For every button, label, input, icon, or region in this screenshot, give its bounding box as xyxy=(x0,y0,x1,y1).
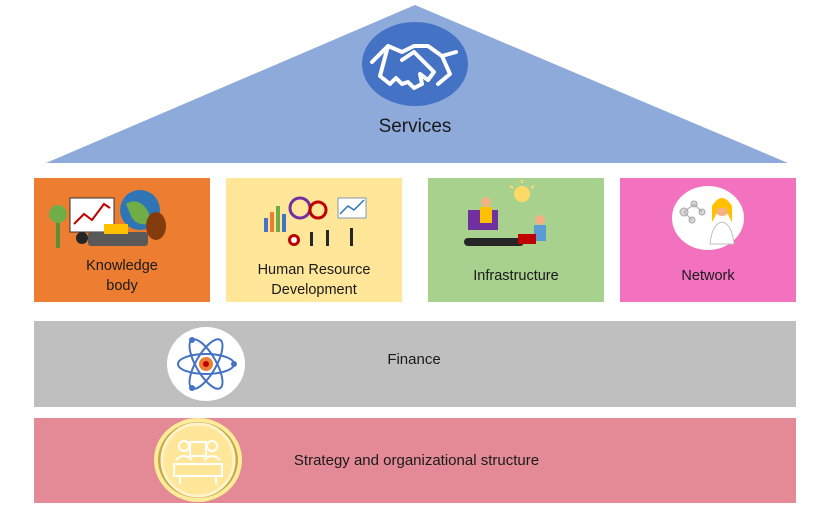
infrastructure-people-icon xyxy=(464,180,546,246)
pillar-knowledge-body: Knowledge body xyxy=(34,178,210,302)
network-person-icon xyxy=(672,186,744,250)
band-finance: Finance xyxy=(34,321,796,407)
hr-analytics-illustration-icon xyxy=(264,196,367,246)
atom-icon xyxy=(167,327,245,401)
knowledge-body-label: Knowledge body xyxy=(34,256,210,296)
strategy-label: Strategy and organizational structure xyxy=(293,452,540,469)
hr-development-label: Human Resource Development xyxy=(226,260,402,300)
hr-label-line2: Development xyxy=(271,282,357,298)
services-label: Services xyxy=(378,116,452,137)
pillar-human-resource-development: Human Resource Development xyxy=(226,178,402,302)
finance-label: Finance xyxy=(387,351,441,368)
hr-label-line1: Human Resource xyxy=(257,262,371,278)
pillar-network: Network xyxy=(620,178,796,302)
knowledge-label-line2: body xyxy=(106,278,138,294)
handshake-icon xyxy=(362,22,468,106)
network-label: Network xyxy=(681,268,735,284)
meeting-table-icon xyxy=(154,418,242,502)
knowledge-label-line1: Knowledge xyxy=(86,258,158,274)
infrastructure-label: Infrastructure xyxy=(473,268,559,284)
knowledge-illustration-icon xyxy=(49,190,166,248)
pillar-infrastructure: Infrastructure xyxy=(428,178,604,302)
band-strategy-organizational-structure: Strategy and organizational structure xyxy=(34,418,796,503)
